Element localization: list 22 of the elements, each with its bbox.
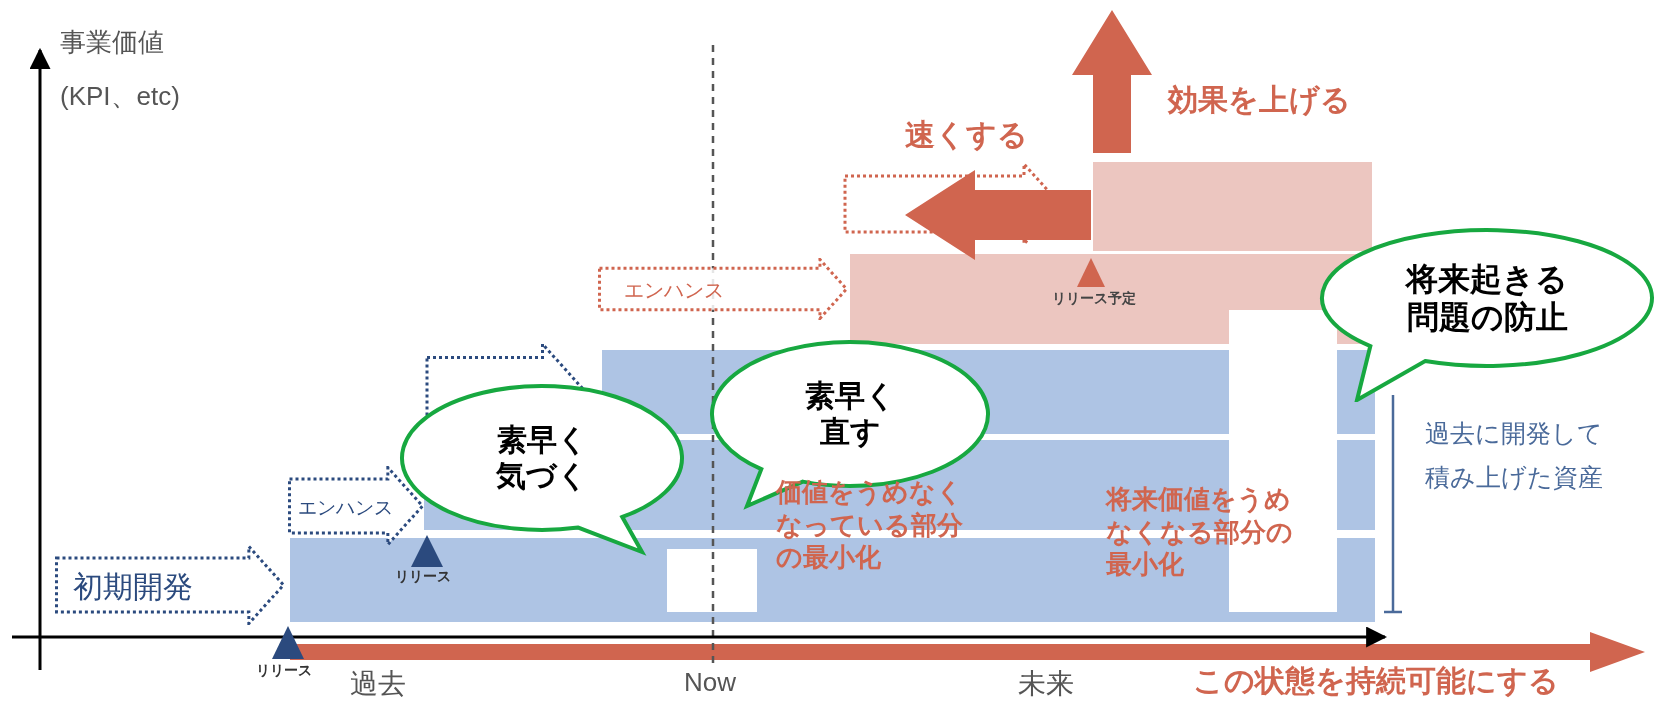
axis-subtitle: (KPI、etc) — [60, 82, 180, 112]
axis-title: 事業価値 — [60, 28, 164, 58]
arrow-caption: 速くする — [905, 118, 1028, 153]
dotted-banner — [55, 545, 285, 625]
block-note: 将来価値をうめなくなる部分の最小化 — [1106, 483, 1294, 581]
dotted-banner — [288, 466, 424, 546]
time-label: Now — [684, 668, 736, 698]
bubble-text: 将来起きる問題の防止 — [1404, 259, 1569, 337]
release-caption: リリース予定 — [1052, 290, 1136, 307]
time-label: 過去 — [350, 668, 406, 701]
bubble-text: 素早く直す — [803, 378, 897, 450]
dotted-banner — [598, 258, 848, 320]
bracket-caption: 過去に開発して積み上げた資産 — [1425, 418, 1604, 493]
arrow-label: エンハンス — [298, 495, 393, 520]
arrow-caption: この状態を持続可能にする — [1193, 664, 1559, 699]
time-label: 未来 — [1018, 668, 1074, 701]
release-caption: リリース — [395, 568, 451, 585]
arrow-caption: 効果を上げる — [1168, 83, 1351, 118]
arrow-label: エンハンス — [624, 278, 724, 303]
bubble-text: 素早く気づく — [495, 422, 589, 494]
arrow-label: 初期開発 — [73, 569, 193, 605]
release-caption: リリース — [256, 662, 312, 679]
